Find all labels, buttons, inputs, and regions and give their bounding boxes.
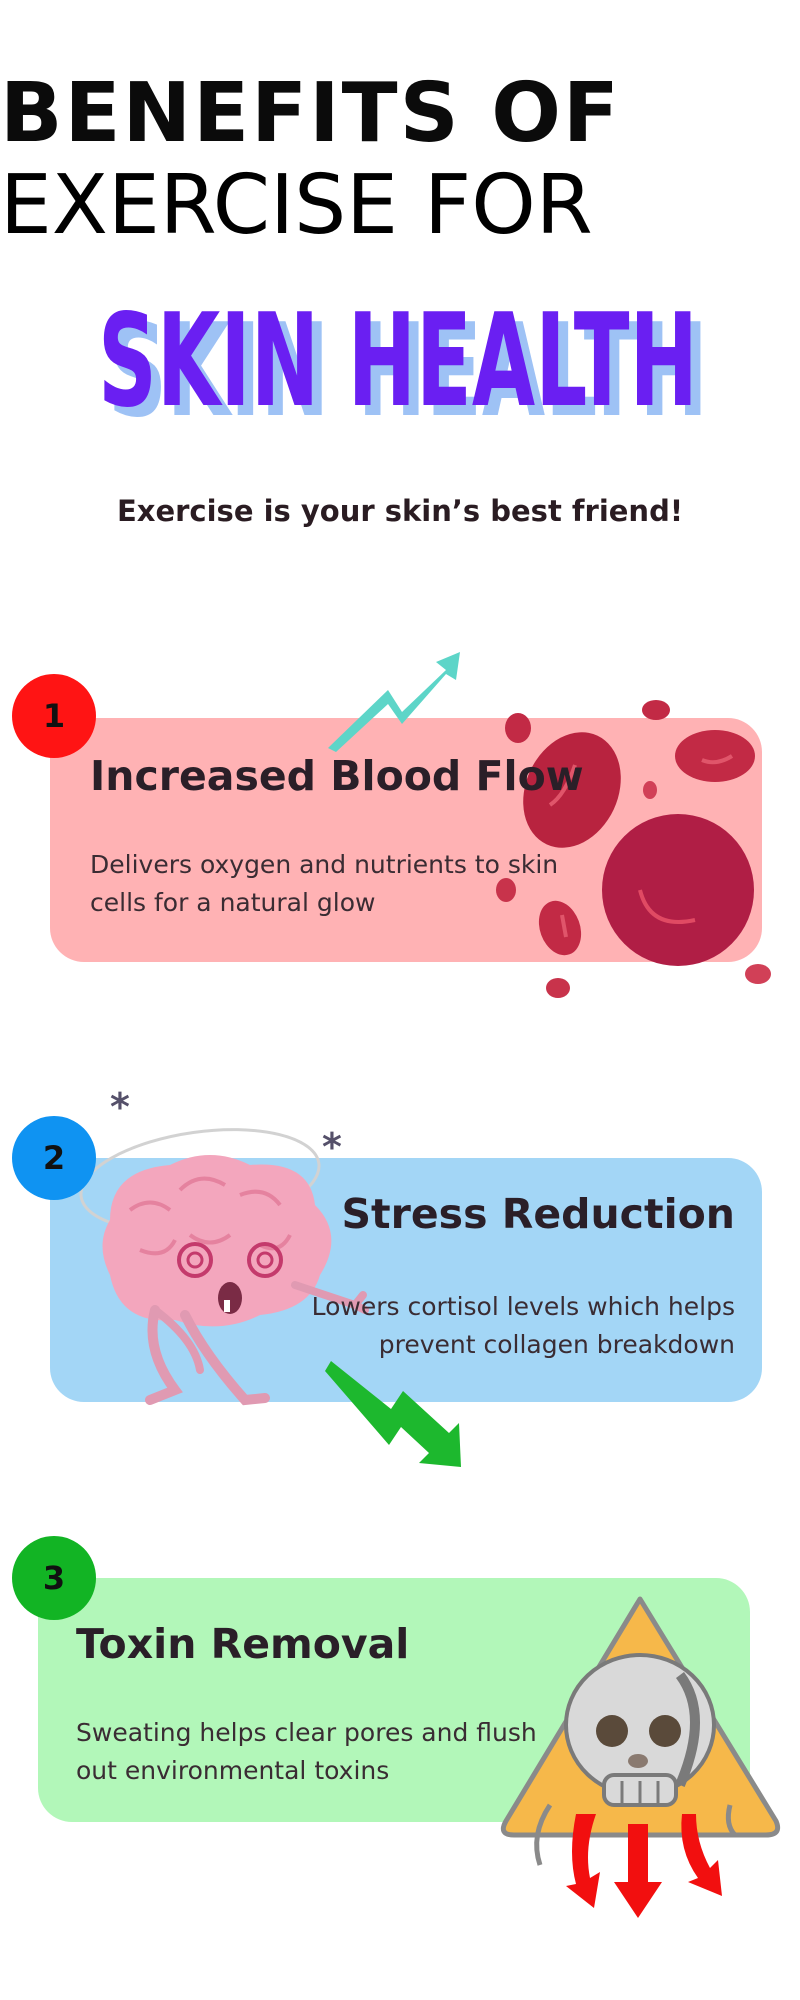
card-title-stress: Stress Reduction	[341, 1190, 735, 1238]
trend-up-arrow-icon	[328, 652, 460, 752]
dizzy-brain-icon: * *	[79, 1085, 369, 1406]
toxic-skull-warning-icon	[500, 1596, 781, 1866]
hero-title-text: SKIN HEALTH	[98, 287, 698, 436]
hero-title-shadow: SKIN HEALTH	[108, 297, 708, 445]
step-badge-2: 2	[12, 1116, 96, 1200]
svg-text:*: *	[322, 1125, 342, 1169]
blood-cells-icon	[496, 700, 771, 998]
step-badge-3: 3	[12, 1536, 96, 1620]
down-arrows-icon	[566, 1814, 722, 1918]
card-desc-toxins: Sweating helps clear pores and flush out…	[76, 1718, 537, 1785]
card-title-blood-flow: Increased Blood Flow	[90, 752, 584, 800]
tagline: Exercise is your skin’s best friend!	[116, 494, 684, 528]
trend-down-arrow-icon	[325, 1361, 461, 1467]
title-line-1: BENEFITS OF	[0, 66, 621, 161]
hero-title: SKIN HEALTH SKIN HEALTH	[0, 275, 800, 445]
step-badge-1: 1	[12, 674, 96, 758]
title-line-2: EXERCISE FOR	[0, 158, 593, 253]
card-title-toxins: Toxin Removal	[76, 1620, 410, 1668]
card-desc-blood-flow: Delivers oxygen and nutrients to skin ce…	[90, 850, 559, 917]
svg-text:*: *	[110, 1085, 130, 1129]
card-desc-stress: Lowers cortisol levels which helps preve…	[311, 1292, 735, 1359]
